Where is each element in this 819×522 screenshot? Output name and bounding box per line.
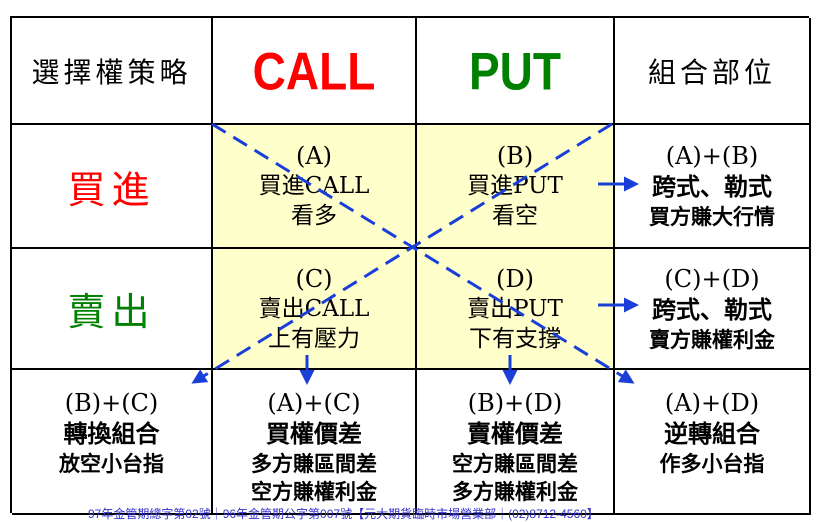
header-put-cell: PUT (417, 18, 615, 125)
header-strategy: 選擇權策略 (31, 55, 192, 89)
cell-ac: (A)+(C) 買權價差 多方賺區間差 空方賺權利金 (213, 370, 417, 515)
cell-a-code: (A) (295, 142, 333, 170)
cell-bc-code: (B)+(C) (64, 389, 159, 417)
cell-b-line2: 看空 (492, 203, 538, 229)
header-combo-cell: 組合部位 (615, 18, 811, 125)
cell-a-line1: 買進CALL (258, 173, 370, 199)
header-call: CALL (252, 40, 376, 101)
cell-bd-line2: 空方賺區間差 (452, 451, 578, 476)
cell-ad-code: (A)+(D) (664, 389, 760, 417)
cell-bc-line2: 放空小台指 (59, 451, 164, 476)
cell-bd: (B)+(D) 賣權價差 空方賺區間差 多方賺權利金 (417, 370, 615, 515)
cell-ad-line1: 逆轉組合 (664, 419, 760, 448)
header-put: PUT (469, 40, 561, 101)
strategy-table: 選擇權策略 CALL PUT 組合部位 買進 (A) 買進CALL 看多 (B)… (10, 16, 811, 515)
cell-d: (D) 賣出PUT 下有支撐 (417, 249, 615, 370)
footer-note: 97年金管期總字第02號｜96年金管期公字第007號【元大期貨臨時市場營業部｜(… (88, 507, 599, 521)
header-strategy-cell: 選擇權策略 (12, 18, 213, 125)
cell-c-line1: 賣出CALL (258, 295, 370, 322)
cell-ac-code: (A)+(C) (267, 389, 361, 417)
cell-d-line1: 賣出PUT (467, 295, 563, 322)
cell-ac-line1: 買權價差 (266, 419, 362, 448)
cell-cd-code: (C)+(D) (664, 264, 760, 293)
cell-a-line2: 看多 (291, 203, 337, 229)
cell-b-code: (B) (496, 142, 534, 170)
cell-ab: (A)+(B) 跨式、勒式 買方賺大行情 (615, 125, 811, 249)
cell-ac-line2: 多方賺區間差 (251, 451, 377, 476)
cell-bc: (B)+(C) 轉換組合 放空小台指 (12, 370, 213, 515)
header-call-cell: CALL (213, 18, 417, 125)
cell-a: (A) 買進CALL 看多 (213, 125, 417, 249)
cell-ab-line2: 買方賺大行情 (649, 204, 775, 229)
cell-ad-line2: 作多小台指 (659, 451, 765, 476)
cell-b: (B) 買進PUT 看空 (417, 125, 615, 249)
cell-bd-line1: 賣權價差 (467, 419, 563, 448)
cell-cd-line1: 跨式、勒式 (652, 294, 772, 324)
cell-ab-code: (A)+(B) (665, 142, 759, 170)
cell-cd-line2: 賣方賺權利金 (649, 326, 775, 352)
cell-ac-line3: 空方賺權利金 (251, 479, 377, 504)
cell-d-line2: 下有支撐 (469, 325, 561, 352)
cell-b-line1: 買進PUT (467, 173, 563, 199)
cell-d-code: (D) (496, 264, 534, 293)
row-buy-label: 買進 (67, 167, 156, 212)
header-combo: 組合部位 (647, 55, 776, 89)
cell-bd-code: (B)+(D) (467, 389, 563, 417)
cell-bd-line3: 多方賺權利金 (452, 479, 578, 504)
cell-c: (C) 賣出CALL 上有壓力 (213, 249, 417, 370)
cell-c-line2: 上有壓力 (268, 325, 360, 352)
cell-bc-line1: 轉換組合 (63, 419, 160, 448)
cell-cd: (C)+(D) 跨式、勒式 賣方賺權利金 (615, 249, 811, 370)
cell-ad: (A)+(D) 逆轉組合 作多小台指 (615, 370, 811, 515)
row-sell-cell: 賣出 (12, 249, 213, 370)
row-buy-cell: 買進 (12, 125, 213, 249)
row-sell-label: 賣出 (67, 290, 156, 334)
cell-c-code: (C) (295, 264, 333, 293)
cell-ab-line1: 跨式、勒式 (652, 172, 772, 201)
